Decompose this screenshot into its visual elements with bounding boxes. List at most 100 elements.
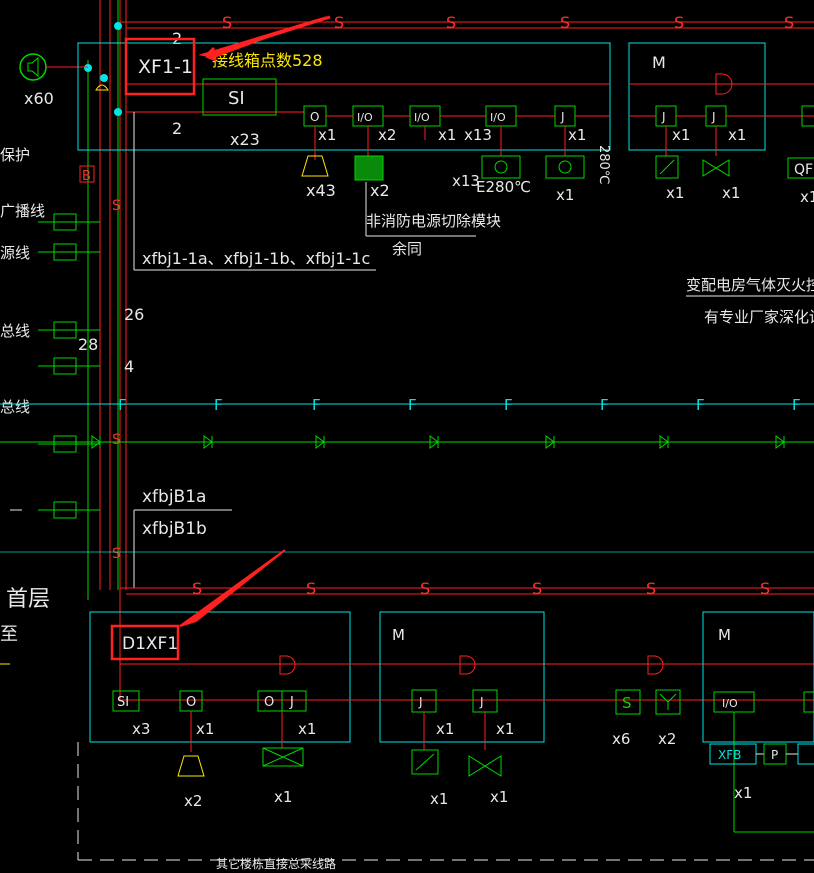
si-module-label-2: SI: [117, 695, 129, 710]
trunk-s-1: S: [112, 198, 121, 214]
trunk-s-2: S: [112, 432, 121, 448]
count-x6: x6: [612, 730, 630, 748]
junction-dots: [84, 22, 122, 116]
io-module-label-3: I/O: [490, 111, 506, 124]
flow-switch-icon: [411, 749, 439, 775]
floor-label-fragment: 至: [0, 624, 18, 645]
lower-s-4: S: [532, 579, 542, 598]
io-combo-j: J: [289, 695, 294, 710]
xfb-label: XFB: [718, 748, 741, 762]
f-marker-2: F: [214, 396, 223, 414]
trunk-s-3: S: [112, 546, 121, 562]
m-label-mid: M: [392, 626, 405, 644]
f-marker-4: F: [408, 396, 417, 414]
floor-label: 首层: [6, 587, 50, 612]
si-module-label: SI: [228, 88, 245, 109]
xfbj1-leader: [133, 112, 376, 271]
count-x1-c: x1: [568, 126, 586, 144]
f-bus: F F F F F F F F: [0, 396, 814, 414]
xfbjb1-leader: [133, 509, 232, 588]
left-label-zongxian: 总线: [0, 398, 30, 416]
antenna-icon: [659, 693, 677, 710]
bus-s-marker-5: S: [674, 13, 684, 32]
gas-extinguish-note-2: 有专业厂家深化设计: [704, 308, 814, 326]
bottom-circuit-note: 其它楼栋直接总采线路: [216, 856, 336, 871]
p-label: P: [771, 748, 778, 762]
f-marker-7: F: [696, 396, 705, 414]
m-mid-module-1: J: [418, 695, 423, 709]
vertical-trunks: [87, 0, 127, 600]
count-x1-l: x1: [274, 788, 292, 806]
callout-highlight-xf1-1: [124, 37, 196, 96]
io-module-label-2: I/O: [414, 111, 430, 124]
m-top-module-2: J: [711, 110, 716, 124]
module-drops: [314, 126, 566, 160]
count-x1-b: x1: [438, 126, 456, 144]
count-x1-j: x1: [196, 720, 214, 738]
junction-box-d1xf1[interactable]: SI O O J: [89, 611, 814, 743]
count-x1-o: x1: [430, 790, 448, 808]
thermal-detector-box-1: [481, 155, 521, 179]
lower-s-2: S: [306, 579, 316, 598]
valve-icon-2: [468, 755, 502, 777]
s-device-label: S: [622, 694, 632, 712]
xfbj1-circuit-label: xfbj1-1a、xfbj1-1b、xfbj1-1c: [142, 249, 370, 268]
cutoff-count: x2: [370, 181, 390, 200]
bus-s-marker-6: S: [784, 13, 794, 32]
count-x13-b: x13: [452, 172, 480, 190]
m-top-module-1: J: [661, 110, 666, 124]
module-box-m-mid[interactable]: M J J: [350, 611, 814, 743]
thermal-detector-icon-2: [558, 160, 572, 174]
count-x1-a: x1: [318, 126, 336, 144]
count-x3: x3: [132, 720, 150, 738]
count-x1-d: x1: [556, 186, 574, 204]
e280-label: E280℃: [476, 178, 531, 196]
m-label-top: M: [652, 53, 666, 72]
count-x1-k: x1: [298, 720, 316, 738]
temp-280-vertical: 280℃: [596, 145, 611, 184]
box1-point-count: 接线箱点数528: [212, 51, 323, 70]
count-x1-h: x1: [722, 184, 740, 202]
count-x13-a: x13: [464, 126, 492, 144]
m-label-right: M: [718, 626, 731, 644]
junction-box-xf1-1[interactable]: SI O I/O I/O I/O J: [77, 42, 611, 151]
xfbjb1a-label: xfbjB1a: [142, 487, 206, 507]
m-mid-module-2: J: [479, 695, 484, 709]
count-x1-e: x1: [672, 126, 690, 144]
bell-icon: [95, 84, 109, 91]
power-cutoff-module-icon: [354, 155, 384, 181]
count-x2-a: x2: [378, 126, 396, 144]
count-x1-g: x1: [666, 184, 684, 202]
f-marker-3: F: [312, 396, 321, 414]
label-28: 28: [78, 335, 98, 354]
left-label-zong: 总线: [0, 322, 30, 340]
count-x1-i: x1: [800, 188, 814, 206]
label-26: 26: [124, 305, 144, 324]
lower-s-5: S: [646, 579, 656, 598]
bus-s-marker-2: S: [334, 13, 344, 32]
nonfire-power-cutoff-label: 非消防电源切除模块: [366, 212, 501, 230]
smoke-detector-icon: [301, 155, 329, 177]
count-x1-q: x1: [734, 784, 752, 802]
smoke-detector-icon-2: [177, 755, 205, 777]
top-bus: S S S S S S: [120, 13, 814, 32]
module-box-m-top[interactable]: M J J: [628, 42, 814, 151]
qf-label: QF: [794, 162, 813, 178]
label-4: 4: [124, 357, 134, 376]
callout-highlight-d1xf1: [110, 624, 180, 661]
io-module-right: I/O: [722, 697, 738, 710]
bus-s-marker-1: S: [222, 13, 232, 32]
bottom-boundary: [77, 742, 814, 861]
bus-s-marker-3: S: [446, 13, 456, 32]
speaker-icon: [27, 56, 39, 78]
green-diode-bus: [0, 435, 814, 449]
f-marker-6: F: [600, 396, 609, 414]
io-combo-label: O: [264, 695, 274, 710]
thermal-detector-box-2: [545, 155, 585, 179]
count-x1-n: x1: [496, 720, 514, 738]
speaker-symbol[interactable]: [19, 53, 88, 81]
box2-title: D1XF1: [122, 634, 178, 654]
yutong-label: 余同: [392, 240, 422, 258]
